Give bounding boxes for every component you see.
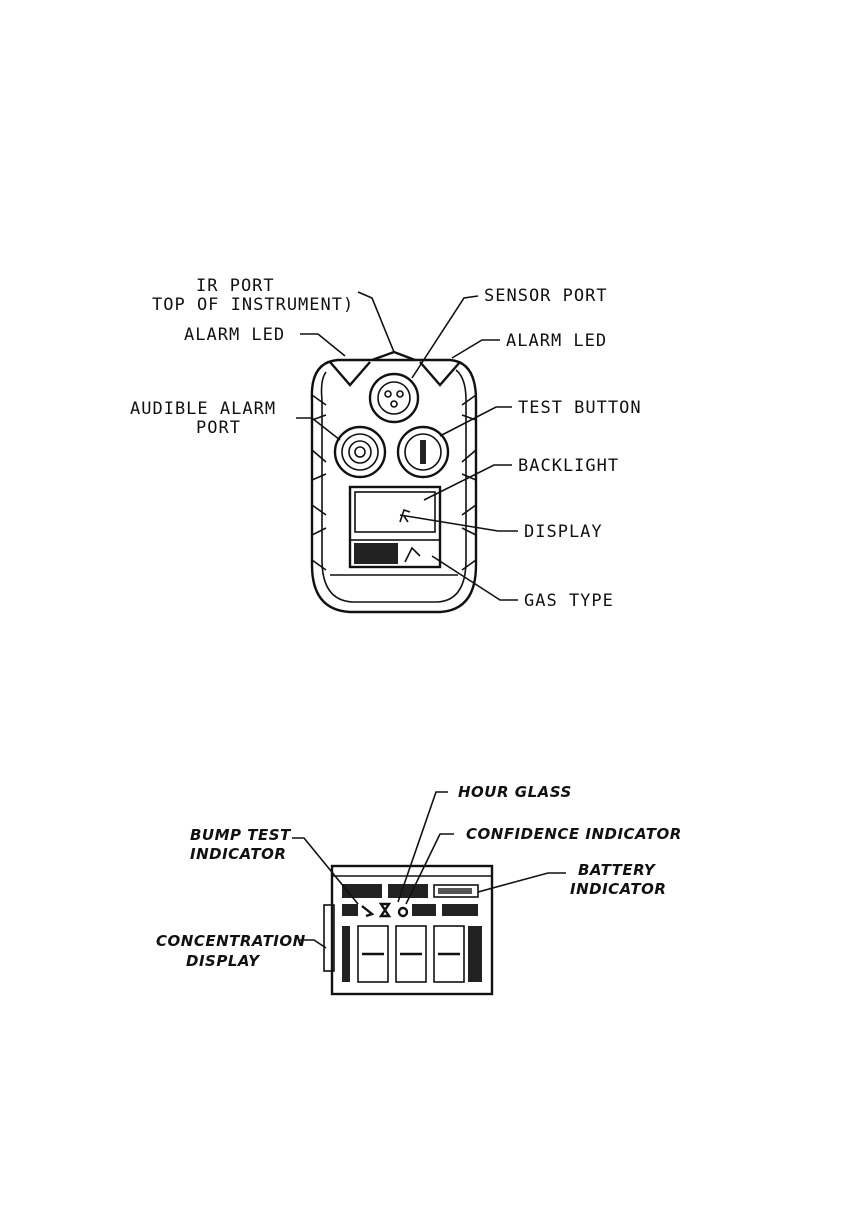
alarm-led-right-label: ALARM LED bbox=[506, 331, 607, 351]
concentration-display-label: DISPLAY bbox=[186, 952, 261, 970]
confidence-indicator-icon bbox=[399, 908, 407, 916]
bump-test-label: BUMP TEST bbox=[190, 826, 292, 844]
bump-test-indicator-label: INDICATOR bbox=[190, 845, 286, 863]
alarm-led-left-label: ALARM LED bbox=[184, 325, 285, 345]
hour-glass-icon bbox=[381, 904, 389, 916]
audible-alarm-port-label: PORT bbox=[196, 418, 241, 438]
battery-label: BATTERY bbox=[578, 861, 657, 879]
sensor-port-label: SENSOR PORT bbox=[484, 286, 608, 306]
lcd-top-segment-2 bbox=[388, 884, 428, 898]
audible-alarm-port bbox=[335, 427, 385, 477]
bump-test-check-icon bbox=[362, 906, 372, 916]
audible-alarm-label: AUDIBLE ALARM bbox=[130, 399, 276, 419]
ir-port-location-label: TOP OF INSTRUMENT) bbox=[152, 295, 354, 315]
gas-detector-device bbox=[312, 352, 476, 612]
side-grips-left bbox=[312, 395, 326, 570]
sensor-port bbox=[370, 374, 418, 422]
hour-glass-label: HOUR GLASS bbox=[458, 783, 572, 801]
lcd-panel bbox=[324, 866, 492, 994]
backlight-label: BACKLIGHT bbox=[518, 456, 619, 476]
test-button-label: TEST BUTTON bbox=[518, 398, 642, 418]
concentration-label: CONCENTRATION bbox=[156, 932, 306, 950]
display-label: DISPLAY bbox=[524, 522, 603, 542]
device-leader-lines bbox=[296, 292, 518, 600]
test-button bbox=[398, 427, 448, 477]
confidence-indicator-label: CONFIDENCE INDICATOR bbox=[466, 825, 682, 843]
gas-type-label: GAS TYPE bbox=[524, 591, 614, 611]
battery-indicator-label: INDICATOR bbox=[570, 880, 666, 898]
ir-port-label: IR PORT bbox=[196, 276, 275, 296]
concentration-digits bbox=[342, 926, 482, 982]
